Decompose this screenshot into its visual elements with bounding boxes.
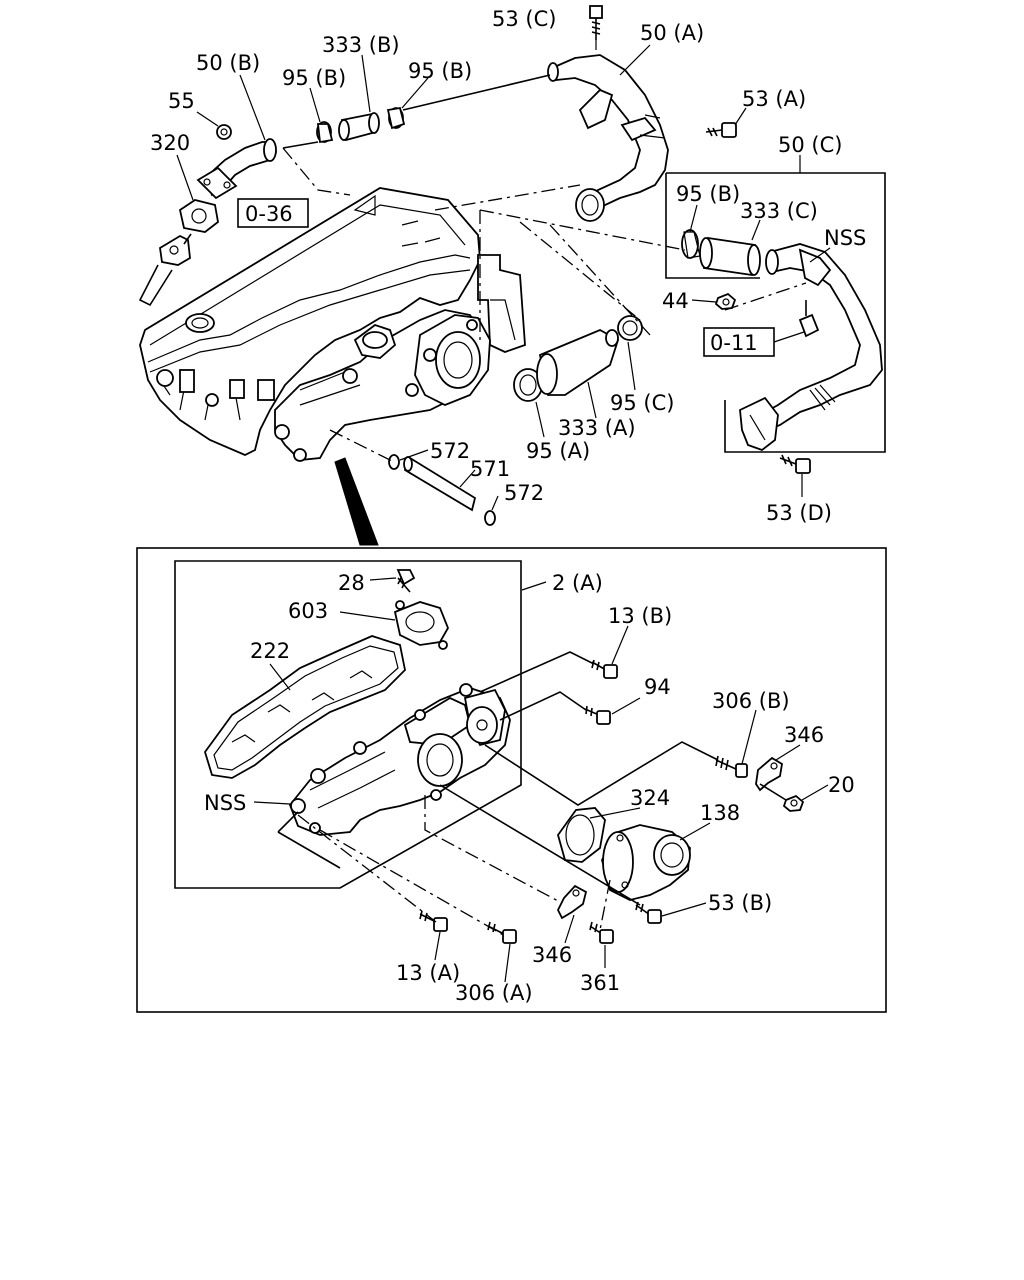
label-ref-036: 0-36 bbox=[245, 202, 293, 226]
clamp-95b-right bbox=[386, 106, 406, 130]
egr-cooler-on-engine bbox=[274, 309, 491, 462]
gasket-222 bbox=[204, 635, 406, 779]
label-346-lower: 346 bbox=[532, 943, 572, 967]
label-572-lower: 572 bbox=[504, 481, 544, 505]
label-95b-2: 95 (B) bbox=[408, 59, 472, 83]
clamp-95b-box bbox=[681, 229, 701, 259]
label-44: 44 bbox=[662, 289, 689, 313]
label-306a: 306 (A) bbox=[455, 981, 533, 1005]
nut-20 bbox=[782, 794, 805, 812]
gasket-320 bbox=[178, 199, 219, 233]
clip-572-lower bbox=[484, 510, 496, 526]
label-320: 320 bbox=[150, 131, 190, 155]
bolt-13b bbox=[591, 659, 618, 679]
label-333c: 333 (C) bbox=[740, 199, 818, 223]
label-50a: 50 (A) bbox=[640, 21, 704, 45]
hose-333c bbox=[699, 236, 761, 277]
hose-333b bbox=[338, 112, 380, 142]
bolt-13a bbox=[419, 910, 448, 932]
label-572-upper: 572 bbox=[430, 439, 470, 463]
clamp-95c bbox=[617, 315, 643, 341]
label-324: 324 bbox=[630, 786, 670, 810]
label-138: 138 bbox=[700, 801, 740, 825]
stud-306a bbox=[487, 921, 517, 944]
pipe-50b bbox=[196, 138, 278, 200]
bolt-53b bbox=[635, 901, 662, 924]
detail-inner-frame-2a bbox=[174, 560, 522, 889]
bolt-361 bbox=[589, 921, 614, 944]
top-assembly-lines bbox=[282, 74, 807, 463]
label-53a: 53 (A) bbox=[742, 87, 806, 111]
clamp-95b-left bbox=[316, 121, 334, 144]
bracket-346-right bbox=[755, 756, 783, 792]
label-13b: 13 (B) bbox=[608, 604, 672, 628]
nut-55 bbox=[216, 124, 232, 140]
bolt-53c bbox=[589, 5, 603, 40]
nut-44 bbox=[714, 292, 737, 310]
bolt-53d bbox=[779, 454, 811, 474]
label-222: 222 bbox=[250, 639, 290, 663]
detail-assembly-lines bbox=[277, 651, 787, 937]
pipe-571 bbox=[403, 456, 477, 512]
top-leader-lines bbox=[176, 40, 831, 511]
detail-frame bbox=[136, 547, 887, 1013]
gasket-324 bbox=[557, 807, 606, 863]
label-333b: 333 (B) bbox=[322, 33, 400, 57]
label-346-right: 346 bbox=[784, 723, 824, 747]
stud-306b bbox=[715, 755, 748, 778]
pipe-50a bbox=[547, 54, 669, 222]
label-361: 361 bbox=[580, 971, 620, 995]
clamp-95a bbox=[513, 368, 543, 402]
label-50c: 50 (C) bbox=[778, 133, 842, 157]
label-28: 28 bbox=[338, 571, 365, 595]
label-95a: 95 (A) bbox=[526, 439, 590, 463]
label-95b-3: 95 (B) bbox=[676, 182, 740, 206]
bolt-53a bbox=[705, 122, 737, 138]
engine-head-illustration bbox=[139, 187, 526, 456]
label-ref-011: 0-11 bbox=[710, 331, 758, 355]
label-53d: 53 (D) bbox=[766, 501, 832, 525]
label-nss-top: NSS bbox=[824, 226, 866, 250]
label-571: 571 bbox=[470, 457, 510, 481]
egr-cooler-detail bbox=[288, 683, 511, 836]
label-53b: 53 (B) bbox=[708, 891, 772, 915]
assembly-box-50c bbox=[665, 172, 886, 453]
valve-603 bbox=[393, 600, 449, 650]
pipe-138 bbox=[601, 824, 691, 901]
bracket-0-11 bbox=[798, 300, 820, 338]
label-2a: 2 (A) bbox=[552, 571, 603, 595]
label-53c: 53 (C) bbox=[492, 7, 556, 31]
detail-pointer-arrow bbox=[334, 457, 379, 546]
bolt-94 bbox=[584, 705, 611, 725]
label-50b: 50 (B) bbox=[196, 51, 260, 75]
part-labels: 53 (C) 50 (A) 333 (B) 50 (B) 95 (B) 95 (… bbox=[150, 7, 866, 1005]
label-13a: 13 (A) bbox=[396, 961, 460, 985]
clip-572-upper bbox=[388, 454, 400, 470]
stud-bolt bbox=[138, 233, 192, 307]
label-55: 55 bbox=[168, 89, 195, 113]
detail-leader-lines bbox=[253, 577, 829, 983]
ref-box-036 bbox=[237, 198, 309, 228]
label-20: 20 bbox=[828, 773, 855, 797]
label-94: 94 bbox=[644, 675, 671, 699]
label-95c: 95 (C) bbox=[610, 391, 674, 415]
bolt-28 bbox=[396, 569, 416, 593]
label-333a: 333 (A) bbox=[558, 416, 636, 440]
bracket-346-lower bbox=[556, 884, 588, 920]
label-603: 603 bbox=[288, 599, 328, 623]
label-306b: 306 (B) bbox=[712, 689, 790, 713]
label-nss-bottom: NSS bbox=[204, 791, 246, 815]
label-95b-1: 95 (B) bbox=[282, 66, 346, 90]
hose-333a bbox=[536, 329, 620, 396]
pipe-nss-50c bbox=[739, 243, 883, 452]
